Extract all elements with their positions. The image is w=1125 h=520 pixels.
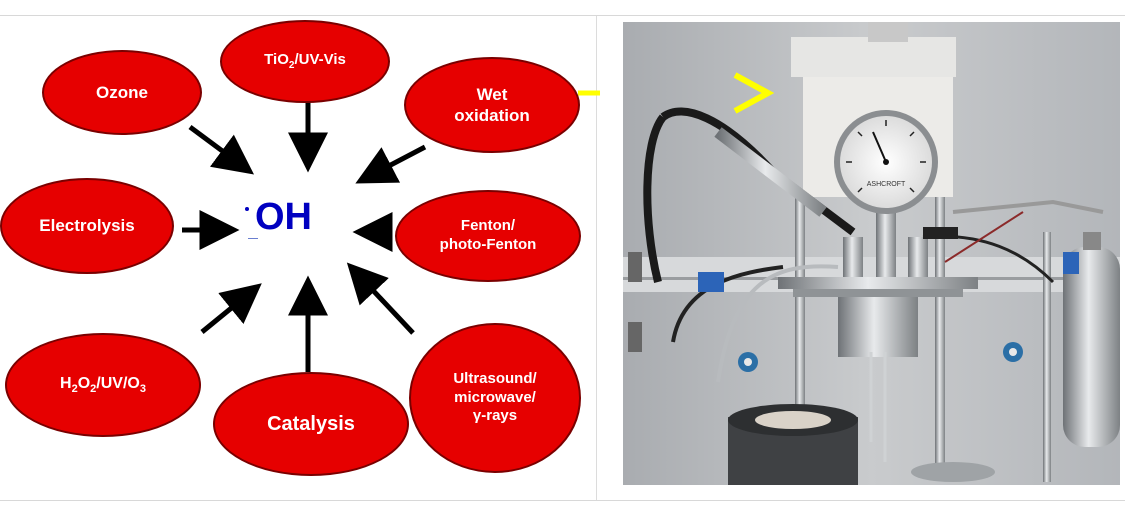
node-catalysis: Catalysis — [213, 372, 409, 476]
label-wet-1: Wet — [476, 84, 508, 104]
node-h2o2: H2O2/UV/O3 — [5, 333, 201, 437]
label-fenton-2: photo-Fenton — [439, 236, 537, 253]
label-electrolysis: Electrolysis — [39, 216, 135, 236]
node-wet-oxidation: Wet oxidation — [404, 57, 580, 153]
center-underline — [248, 238, 258, 239]
reactor-photo: ASHCROFT — [623, 22, 1120, 485]
label-ultrasound-1: Ultrasound/ — [453, 369, 537, 387]
node-tio2: TiO2/UV-Vis — [220, 20, 390, 103]
label-catalysis: Catalysis — [267, 412, 355, 435]
diagram-arrows — [182, 90, 600, 372]
center-text: OH — [255, 196, 312, 238]
label-ultrasound-3: γ-rays — [472, 407, 518, 425]
arrow-h2o2 — [200, 283, 262, 334]
gauge-brand: ASHCROFT — [867, 181, 906, 188]
label-fenton-1: Fenton/ — [460, 217, 516, 235]
arrow-ultrasound — [346, 262, 415, 335]
panel-divider — [596, 16, 597, 500]
node-electrolysis: Electrolysis — [0, 178, 174, 274]
node-ultrasound: Ultrasound/ microwave/ γ-rays — [409, 323, 581, 473]
arrow-wet-oxidation — [355, 144, 427, 184]
node-fenton: Fenton/ photo-Fenton — [395, 190, 581, 282]
bottom-border — [0, 500, 1125, 501]
reactor-illustration: ASHCROFT — [623, 22, 1120, 485]
label-wet-2: oxidation — [454, 106, 530, 125]
radical-dot — [245, 207, 249, 211]
label-ultrasound-2: microwave/ — [454, 388, 536, 406]
node-ozone: Ozone — [42, 50, 202, 135]
label-tio2: TiO2/UV-Vis — [264, 50, 346, 71]
label-h2o2: H2O2/UV/O3 — [60, 374, 146, 395]
top-border — [0, 15, 1125, 16]
label-ozone: Ozone — [96, 82, 148, 102]
hydroxyl-radical-label: OH — [245, 196, 312, 239]
arrow-ozone — [188, 124, 255, 175]
